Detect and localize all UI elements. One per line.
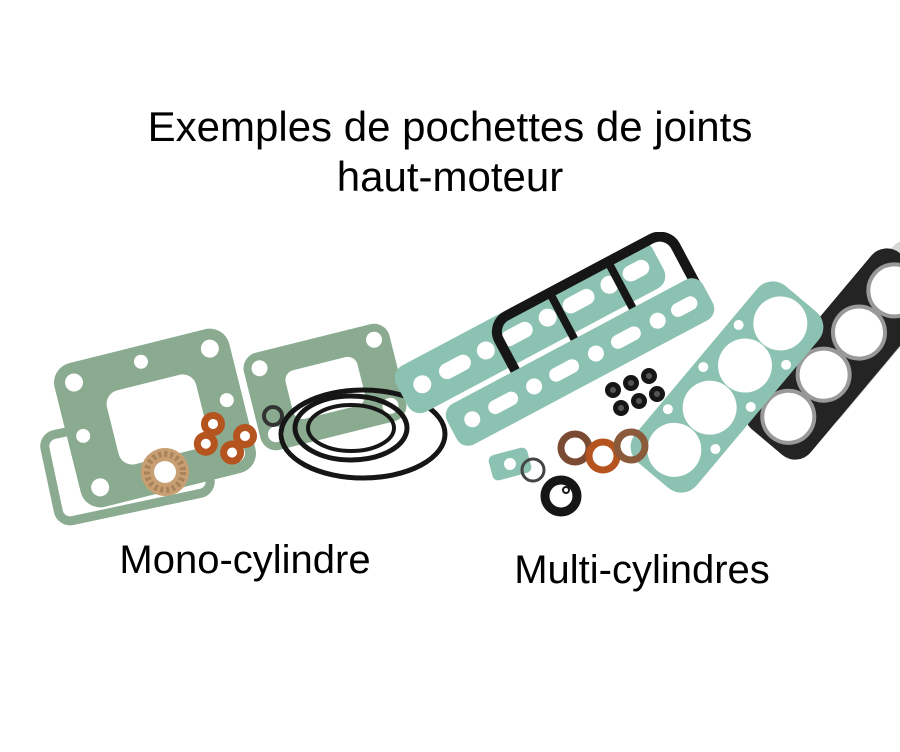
mono-cylinder-gasket-kit-image bbox=[40, 323, 448, 526]
sealing-rings bbox=[557, 428, 649, 474]
head-gasket-black bbox=[744, 248, 900, 460]
thin-o-ring bbox=[520, 457, 546, 483]
cylinder-base-gasket-green bbox=[243, 323, 407, 451]
multi-cylinder-gasket-kit-image bbox=[395, 232, 900, 517]
mono-cylinder-figure bbox=[35, 322, 455, 534]
long-teal-gasket-lower bbox=[445, 278, 715, 446]
head-gasket-teal bbox=[630, 281, 824, 493]
thick-o-ring bbox=[540, 475, 582, 517]
page-title: Exemples de pochettes de joints haut-mot… bbox=[0, 102, 900, 203]
long-teal-gasket-upper bbox=[395, 240, 666, 414]
multi-cylinder-figure bbox=[395, 232, 900, 532]
valve-stem-seals bbox=[605, 368, 665, 416]
small-o-ring bbox=[262, 405, 284, 427]
title-line-1: Exemples de pochettes de joints bbox=[147, 103, 753, 150]
fiber-ring-gasket bbox=[141, 448, 189, 496]
title-line-2: haut-moteur bbox=[336, 153, 564, 201]
copper-gaskets bbox=[193, 412, 257, 465]
small-teal-plate-gasket bbox=[488, 447, 532, 481]
large-o-rings bbox=[278, 387, 448, 481]
multi-cylinder-caption: Multi-cylindres bbox=[514, 548, 770, 592]
mono-cylinder-caption: Mono-cylindre bbox=[119, 538, 371, 582]
